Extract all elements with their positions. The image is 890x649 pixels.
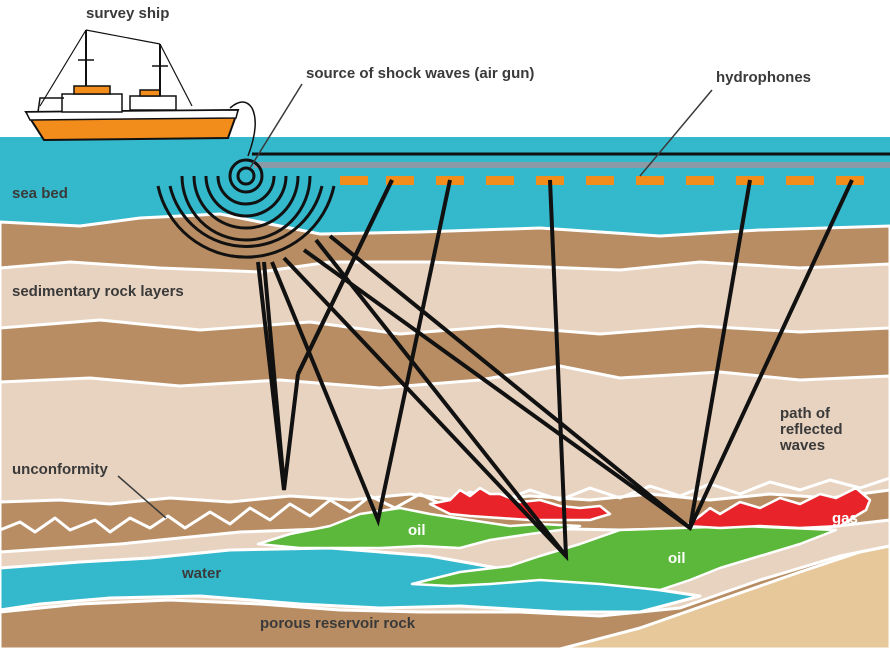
label-oil-left: oil bbox=[408, 522, 426, 539]
leader-lines bbox=[117, 83, 713, 519]
wave-path bbox=[256, 261, 300, 491]
oil-right-shape bbox=[410, 524, 838, 592]
shock-ring bbox=[228, 158, 264, 194]
unconformity-line bbox=[0, 476, 890, 534]
label-water: water bbox=[181, 565, 221, 582]
label-hydrophones: hydrophones bbox=[716, 69, 811, 86]
wave-path bbox=[296, 179, 394, 375]
wave-path bbox=[328, 234, 692, 530]
shock-arc bbox=[156, 185, 336, 259]
label-oil-right: oil bbox=[668, 550, 686, 567]
wave-path bbox=[688, 179, 752, 529]
wave-path bbox=[262, 261, 286, 487]
survey-ship bbox=[24, 29, 256, 157]
ship-deck-band bbox=[24, 109, 239, 121]
unconformity-leader-line bbox=[117, 475, 167, 519]
air-gun-tow-line bbox=[229, 101, 256, 157]
ship-rigging bbox=[159, 43, 193, 107]
ship-rail bbox=[37, 97, 64, 113]
reservoirs bbox=[256, 486, 872, 592]
label-source: source of shock waves (air gun) bbox=[306, 65, 534, 82]
ship-bridge bbox=[61, 93, 123, 113]
label-sedimentary-rock-layers: sedimentary rock layers bbox=[12, 283, 184, 300]
hydrophone-sensor bbox=[486, 176, 514, 185]
label-sea-bed: sea bed bbox=[12, 185, 68, 202]
wave-path bbox=[270, 179, 452, 527]
reflected-wave-paths bbox=[256, 179, 854, 562]
oil-left-shape bbox=[256, 506, 582, 550]
hydrophone-sensor bbox=[686, 176, 714, 185]
gas-right-shape bbox=[684, 486, 872, 530]
water-layer bbox=[0, 546, 702, 614]
shock-arc bbox=[216, 175, 276, 206]
hydrophones-leader-line bbox=[639, 89, 713, 177]
label-path-line-1: path of bbox=[780, 405, 831, 422]
label-survey-ship: survey ship bbox=[86, 5, 169, 22]
label-path-line-3: waves bbox=[779, 437, 825, 454]
label-porous-reservoir-rock: porous reservoir rock bbox=[260, 615, 416, 632]
sand-bottom bbox=[558, 544, 890, 649]
streamer-cable bbox=[254, 162, 890, 168]
hydrophone-sensor bbox=[386, 176, 414, 185]
label-gas: gas bbox=[832, 510, 858, 527]
ship-rigging bbox=[85, 29, 161, 45]
shock-arc bbox=[180, 175, 312, 242]
hydrophone-sensor bbox=[586, 176, 614, 185]
ship-rigging bbox=[39, 29, 87, 107]
ship-cabin bbox=[129, 95, 177, 111]
shock-arc bbox=[204, 175, 288, 218]
ship-bridge-top bbox=[73, 85, 111, 95]
ship-funnel bbox=[139, 89, 161, 97]
label-unconformity: unconformity bbox=[12, 461, 108, 478]
hydrophone-sensor bbox=[786, 176, 814, 185]
wave-path bbox=[314, 238, 568, 558]
shock-waves bbox=[156, 158, 336, 259]
source-leader-line bbox=[249, 83, 303, 169]
shock-arc bbox=[192, 175, 300, 230]
hydrophone-sensor bbox=[636, 176, 664, 185]
shock-arc bbox=[168, 185, 324, 248]
hydrophone-sensor bbox=[340, 176, 368, 185]
air-gun-center bbox=[236, 166, 256, 186]
label-path-line-2: reflected bbox=[780, 421, 843, 438]
